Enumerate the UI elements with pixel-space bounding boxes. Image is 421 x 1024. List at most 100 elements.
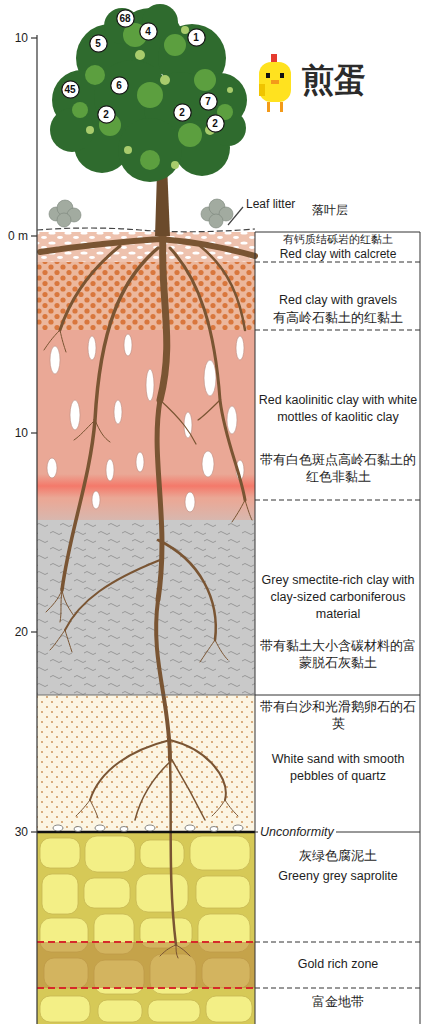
tree [50,4,247,236]
gold-rich-zone [37,942,255,988]
saprolite-blocks-part [40,996,90,1022]
kaolinite-mottles-part [202,451,214,477]
callout-outline [97,105,114,122]
unconformity-line-part [37,831,255,834]
roots-part [62,248,158,590]
saprolite-blocks-part [196,876,250,908]
chick-icon-part [280,102,283,112]
roots-part [172,760,205,820]
layer-text: 灰绿色腐泥土 [258,848,418,865]
gold-rich-zone-part [37,942,255,988]
watermark: 煎蛋 [302,62,366,99]
depth-axis [31,35,37,1024]
roots-part [60,246,120,330]
kaolinite-mottles-part [88,336,96,360]
depth-axis-part [36,35,37,1024]
depth-axis-part [31,631,37,632]
chick-icon-part [271,54,277,62]
shrubs-part [57,213,71,227]
axis-tick-label: 20 [0,625,28,639]
chick-icon-part [259,84,265,96]
roots-part [135,760,172,820]
tree-part-part [118,118,182,182]
roots-part [170,760,176,945]
roots-part [65,560,160,630]
layer-description: Grey smectite-rich clay with clay-sized … [258,500,418,695]
table-lines-part [37,695,255,696]
tree-part [72,23,233,170]
kaolinite-mottles-part [106,459,114,481]
unconformity-line-part-part [53,825,63,831]
callout-number: 2 [97,105,116,124]
tree-part [50,4,247,182]
unconformity-line-part-part [185,825,195,831]
tree-part-part [160,75,170,85]
callout-outline [187,28,204,45]
callout-outline [89,34,106,51]
roots-part [40,239,255,256]
unconformity-line-part-part [74,827,82,832]
kaolinite-mottles-part [136,452,144,472]
saprolite-blocks-part [42,874,78,914]
layer-description: 带有白沙和光滑鹅卵石的石英White sand with smooth pebb… [258,695,418,832]
callout-number: 6 [110,76,129,95]
callout-number: 2 [173,103,192,122]
layer-description: Red kaolinitic clay with white mottles o… [258,330,418,500]
kaolinite-mottles-part [124,334,132,356]
callout-circle: 2 [206,114,225,133]
kaolinite-mottles-part [146,369,154,401]
layer-text: 带有白沙和光滑鹅卵石的石英 [258,699,418,733]
callout-outline [116,9,133,26]
tree-part-part [50,108,94,152]
kaolinite-mottles-part [204,360,216,396]
callout-number: 5 [89,34,108,53]
tree-part-part [227,87,233,93]
kaolinite-mottles-part [47,458,57,478]
layer-text: 带有黏土大小含碳材料的富蒙脱石灰黏土 [258,638,418,672]
callout-outline [173,103,190,120]
chick-icon-part [267,102,270,112]
layer-text: 富金地带 [258,994,418,1011]
roots-part [170,248,245,500]
roots-part [76,800,238,818]
table-lines-part [255,500,420,501]
soil-bands [37,232,255,1024]
tree-part-part [140,150,160,170]
soil-bands-part [37,500,255,520]
callout-circle: 45 [61,80,80,99]
saprolite-blocks-part [40,838,80,868]
kaolinite-mottles-part [185,492,195,512]
layer-text: Red clay with calcrete [258,247,418,261]
table-lines [37,232,420,1024]
unconformity-line-part-part [233,825,243,831]
unconformity-line [37,825,255,832]
gold-rich-zone-part [37,941,255,943]
callout-outline [61,80,78,97]
tree-part [72,26,233,169]
roots-part [160,945,190,958]
callout-number: 4 [139,22,158,41]
roots-part [200,640,228,662]
roots-part [74,420,110,442]
chick-icon-part [271,80,279,84]
depth-axis-part [31,235,37,236]
leaf-litter-label: Leaf litter [246,197,295,211]
table-lines-part [255,232,256,1024]
roots [40,236,255,958]
soil-bands-part [37,695,255,832]
callout-circle: 4 [139,22,158,41]
roots-part [158,540,216,640]
layer-description: 有钙质结砾岩的红黏土Red clay with calcrete [258,232,418,262]
axis-tick-label: 30 [0,825,28,839]
roots-part [50,630,72,652]
callout-circle: 2 [97,105,116,124]
saprolite-blocks-part [140,840,184,868]
chick-icon [259,54,291,112]
roots-part [156,600,170,760]
table-lines-part [420,232,421,1024]
depth-axis-part [31,831,37,832]
roots-part [90,740,170,800]
unconformity-line-part [53,825,243,832]
shrubs-part [209,214,223,228]
roots-part [157,400,162,600]
